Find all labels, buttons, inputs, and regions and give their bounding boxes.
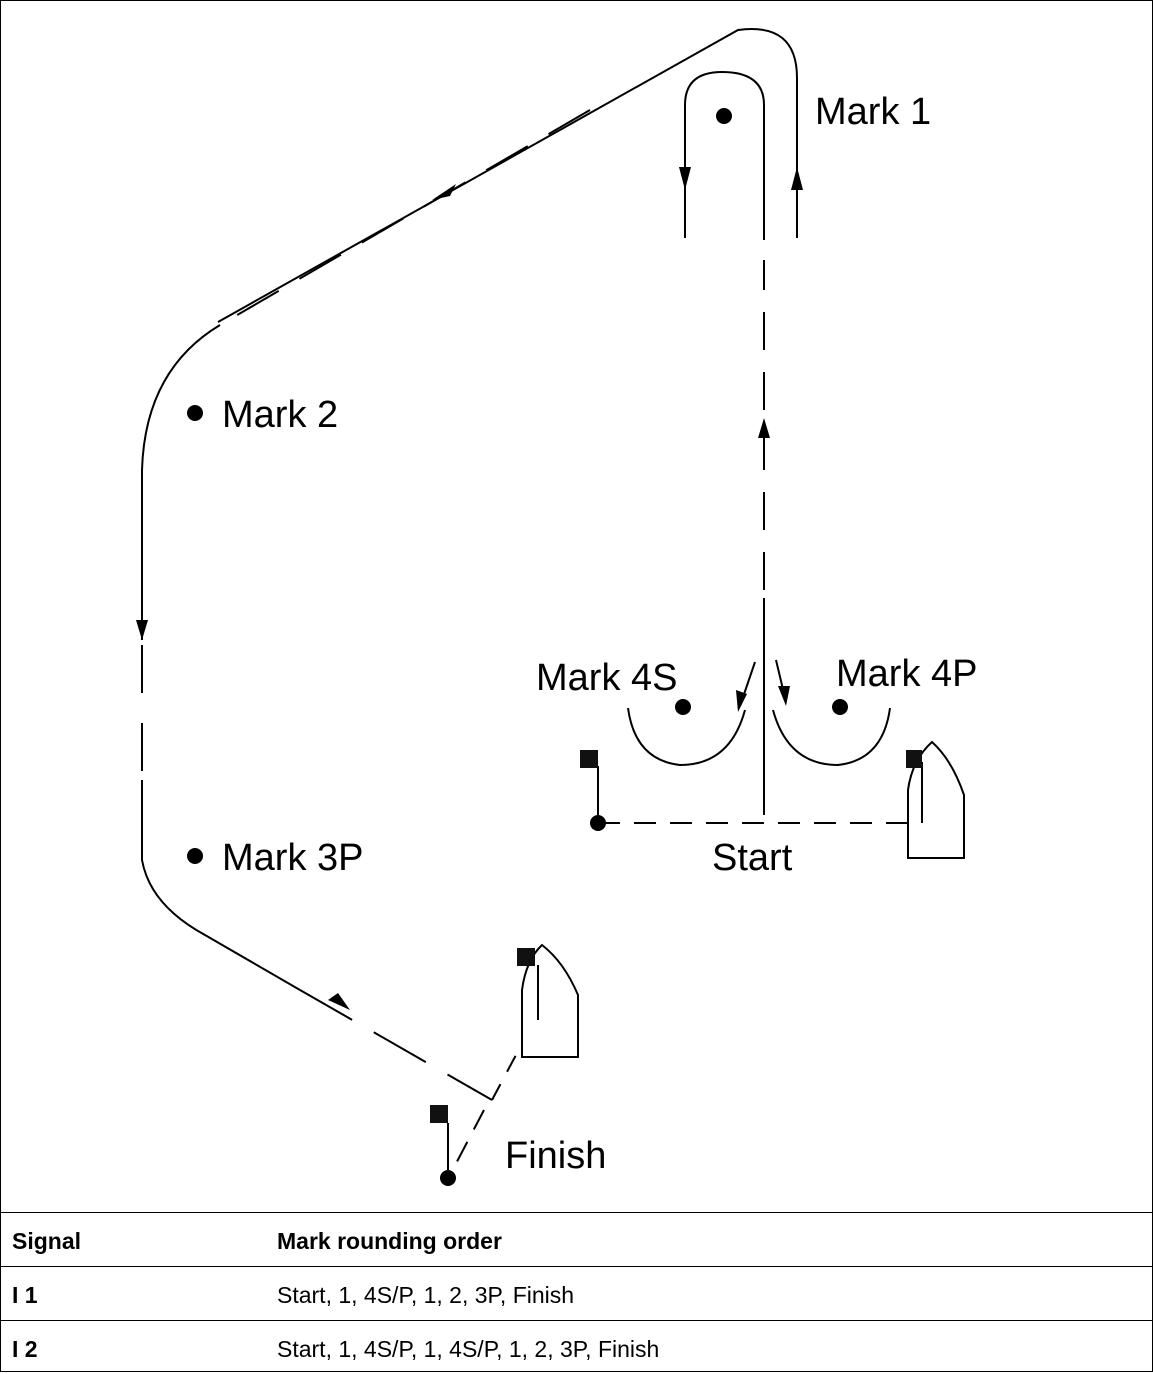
course-diagram: Mark 1 Mark 2 Mark 3P Mark 4S Mark 4P St… [136,28,977,1186]
finish-label: Finish [505,1135,606,1177]
signal-cell: I 1 [12,1282,38,1308]
mark1-label: Mark 1 [815,91,931,133]
start-label: Start [712,837,793,879]
mark4s-buoy [675,699,691,715]
order-cell: Start, 1, 4S/P, 1, 4S/P, 1, 2, 3P, Finis… [277,1336,660,1362]
arrow-down-icon [136,620,148,640]
table-header-row: Signal Mark rounding order [0,1212,1153,1266]
mark4p-buoy [832,699,848,715]
signal-cell: I 2 [12,1336,38,1362]
mark4p-rounding [772,707,891,767]
mark4s-label: Mark 4S [536,657,677,699]
finish-line [491,1009,541,1101]
arrow-up-icon [758,418,770,438]
table-row: I 2 Start, 1, 4S/P, 1, 4S/P, 1, 2, 3P, F… [0,1320,1153,1374]
arrow-left-down-icon [432,184,456,200]
start-pin-buoy [590,815,606,831]
mark3p-label: Mark 3P [222,837,363,879]
finish-committee-boat-icon [517,943,579,1058]
signal-header: Signal [12,1228,82,1254]
mark3p-buoy [187,848,203,864]
arrow-up-icon [791,167,803,190]
mark2-label: Mark 2 [222,394,338,436]
mark1-inner-loop [684,70,765,240]
mark1-outer-rounding [217,28,798,323]
finish-line-lower [449,1109,485,1176]
mark2-buoy [187,405,203,421]
mark4s-rounding [627,707,746,767]
arrow-right-down-icon [328,993,350,1010]
mark2-rounding [141,324,221,640]
finish-pin-flag-icon [430,1105,449,1170]
table-row: I 1 Start, 1, 4S/P, 1, 2, 3P, Finish [0,1266,1153,1320]
start-pin-flag-icon [580,750,599,815]
order-header: Mark rounding order [277,1228,502,1254]
mark3p-rounding [141,780,301,991]
finish-leg-dash [299,989,493,1101]
mark4p-label: Mark 4P [836,653,977,695]
arrow-down-icon [679,167,691,190]
arrow-down-icon [736,690,747,712]
arrow-down-icon [778,686,790,706]
mark1-buoy [716,108,732,124]
start-committee-boat-icon [906,740,965,859]
order-cell: Start, 1, 4S/P, 1, 2, 3P, Finish [277,1282,575,1308]
finish-pin-buoy [440,1170,456,1186]
